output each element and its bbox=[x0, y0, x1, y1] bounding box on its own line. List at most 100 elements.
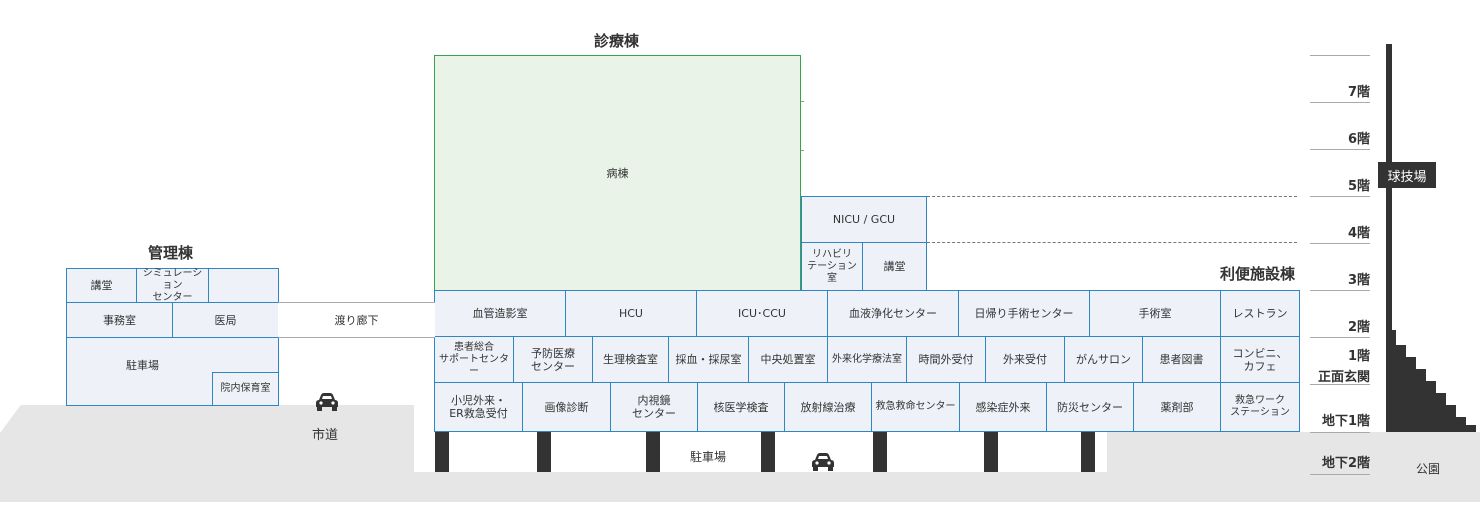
dash-line-5f bbox=[927, 196, 1297, 197]
floor-line-b2 bbox=[1310, 474, 1370, 475]
floor2-label-6: 手術室 bbox=[1138, 307, 1172, 320]
auditorium-upper: 講堂 bbox=[862, 242, 927, 291]
stadium-label: 球技場 bbox=[1387, 169, 1427, 185]
ward-block: 病棟 bbox=[434, 55, 801, 291]
floor-label-5: 5階 bbox=[1347, 179, 1370, 194]
floor-label-6: 6階 bbox=[1347, 132, 1370, 147]
floor-line-4 bbox=[1310, 243, 1370, 244]
floorB1-label-1: 小児外来・ ER救急受付 bbox=[449, 394, 508, 420]
floor-label-b1: 地下1階 bbox=[1321, 414, 1370, 429]
floor-label-entrance: 正面玄関 bbox=[1317, 370, 1370, 385]
floor1-label-1: 患者総合 サポートセンター bbox=[439, 341, 509, 377]
daycare-room: 院内保育室 bbox=[212, 372, 279, 406]
floor2-label-2: HCU bbox=[618, 307, 643, 320]
underground-parking-label: 駐車場 bbox=[690, 450, 727, 464]
floor2-label-1: 血管造影室 bbox=[472, 307, 528, 320]
admin-empty-room bbox=[208, 268, 279, 303]
floorB1-label-4: 核医学検査 bbox=[713, 400, 769, 414]
floor1-room-3: 生理検査室 bbox=[592, 336, 669, 383]
floor2-room-1: 血管造影室 bbox=[434, 290, 566, 337]
floor2-room-3: ICU･CCU bbox=[696, 290, 828, 337]
floor1-room-10: 患者図書 bbox=[1142, 336, 1221, 383]
nicu-gcu: NICU / GCU bbox=[801, 196, 927, 243]
medical-office-label: 医局 bbox=[214, 313, 237, 327]
pillar-5 bbox=[873, 432, 887, 472]
admin-auditorium-label: 講堂 bbox=[90, 279, 113, 292]
simulation-center: シミュレーション センター bbox=[136, 268, 209, 303]
floor1-room-7: 時間外受付 bbox=[906, 336, 986, 383]
floor2-room-7: レストラン bbox=[1220, 290, 1300, 337]
floor-label-4: 4階 bbox=[1347, 226, 1370, 241]
pillar-6 bbox=[984, 432, 998, 472]
road-label: 市道 bbox=[312, 428, 339, 443]
pillar-7 bbox=[1081, 432, 1095, 472]
floor1-room-9: がんサロン bbox=[1064, 336, 1143, 383]
ward-label: 病棟 bbox=[606, 167, 629, 180]
floorB1-room-3: 内視鏡 センター bbox=[610, 382, 698, 432]
floor2-label-3: ICU･CCU bbox=[738, 307, 786, 320]
rehab-room-label: リハビリ テーション室 bbox=[807, 248, 857, 284]
car-icon bbox=[316, 393, 338, 411]
car-icon bbox=[812, 453, 834, 471]
floorB1-label-6: 救急救命センター bbox=[875, 401, 956, 412]
floor1-room-1: 患者総合 サポートセンター bbox=[434, 336, 514, 383]
floor-label-2: 2階 bbox=[1347, 320, 1370, 335]
floor1-room-8: 外来受付 bbox=[985, 336, 1065, 383]
floor2-room-4: 血液浄化センター bbox=[827, 290, 959, 337]
ground-right bbox=[1107, 432, 1480, 477]
floorB1-room-1: 小児外来・ ER救急受付 bbox=[434, 382, 523, 432]
floorB1-label-8: 防災センター bbox=[1057, 400, 1123, 414]
floor-line-5 bbox=[1310, 196, 1370, 197]
floor1-label-6: 外来化学療法室 bbox=[832, 353, 902, 365]
floor-line-6 bbox=[1310, 149, 1370, 150]
floor1-room-11: コンビニ、 カフェ bbox=[1220, 336, 1300, 383]
floor2-label-7: レストラン bbox=[1232, 307, 1288, 320]
floor1-label-5: 中央処置室 bbox=[760, 353, 816, 366]
floor2-room-6: 手術室 bbox=[1089, 290, 1221, 337]
floor1-room-5: 中央処置室 bbox=[748, 336, 828, 383]
stadium-stands bbox=[1386, 330, 1476, 432]
floor1-label-10: 患者図書 bbox=[1159, 353, 1204, 366]
floor2-label-4: 血液浄化センター bbox=[849, 307, 937, 320]
floor-line-2 bbox=[1310, 337, 1370, 338]
stadium-label-box: 球技場 bbox=[1378, 162, 1436, 188]
floor1-label-2: 予防医療 センター bbox=[531, 346, 575, 373]
floor-line-3 bbox=[1310, 290, 1370, 291]
daycare-room-label: 院内保育室 bbox=[220, 383, 271, 394]
ward-tick-1 bbox=[801, 101, 804, 102]
park-label: 公園 bbox=[1416, 462, 1441, 476]
dash-line-4f bbox=[927, 242, 1297, 243]
riben-title: 利便施設棟 bbox=[1220, 265, 1296, 283]
floor1-label-9: がんサロン bbox=[1076, 353, 1131, 366]
nicu-gcu-label: NICU / GCU bbox=[832, 213, 896, 226]
floorB1-room-5: 放射線治療 bbox=[784, 382, 872, 432]
floorB1-room-2: 画像診断 bbox=[522, 382, 611, 432]
floor1-label-7: 時間外受付 bbox=[918, 353, 974, 366]
floor2-label-5: 日帰り手術センター bbox=[974, 307, 1074, 320]
ground-strip bbox=[0, 472, 1480, 502]
floor1-room-4: 採血・採尿室 bbox=[668, 336, 749, 383]
floorB1-label-3: 内視鏡 センター bbox=[632, 394, 676, 420]
floorB1-room-4: 核医学検査 bbox=[697, 382, 785, 432]
pillar-2 bbox=[537, 432, 551, 472]
rehab-room: リハビリ テーション室 bbox=[801, 242, 863, 291]
floorB1-label-2: 画像診断 bbox=[544, 400, 589, 414]
floor-label-b2: 地下2階 bbox=[1321, 456, 1370, 471]
floor-line-1 bbox=[1310, 384, 1370, 385]
simulation-center-label: シミュレーション センター bbox=[142, 267, 203, 303]
floor-label-7: 7階 bbox=[1347, 85, 1370, 100]
floor1-label-3: 生理検査室 bbox=[603, 353, 658, 366]
corridor: 渡り廊下 bbox=[278, 302, 435, 338]
floor-label-1: 1階 bbox=[1347, 349, 1370, 364]
ground-left-fill bbox=[30, 405, 414, 475]
floor1-label-8: 外来受付 bbox=[1003, 353, 1047, 366]
floorB1-room-8: 防災センター bbox=[1046, 382, 1134, 432]
floorB1-label-7: 感染症外来 bbox=[975, 400, 1031, 414]
admin-auditorium: 講堂 bbox=[66, 268, 137, 303]
shinryo-title: 診療棟 bbox=[594, 32, 640, 50]
floor1-room-6: 外来化学療法室 bbox=[827, 336, 907, 383]
corridor-label: 渡り廊下 bbox=[334, 314, 379, 327]
floor2-room-5: 日帰り手術センター bbox=[958, 290, 1090, 337]
office-room: 事務室 bbox=[66, 302, 173, 338]
auditorium-upper-label: 講堂 bbox=[883, 260, 906, 273]
